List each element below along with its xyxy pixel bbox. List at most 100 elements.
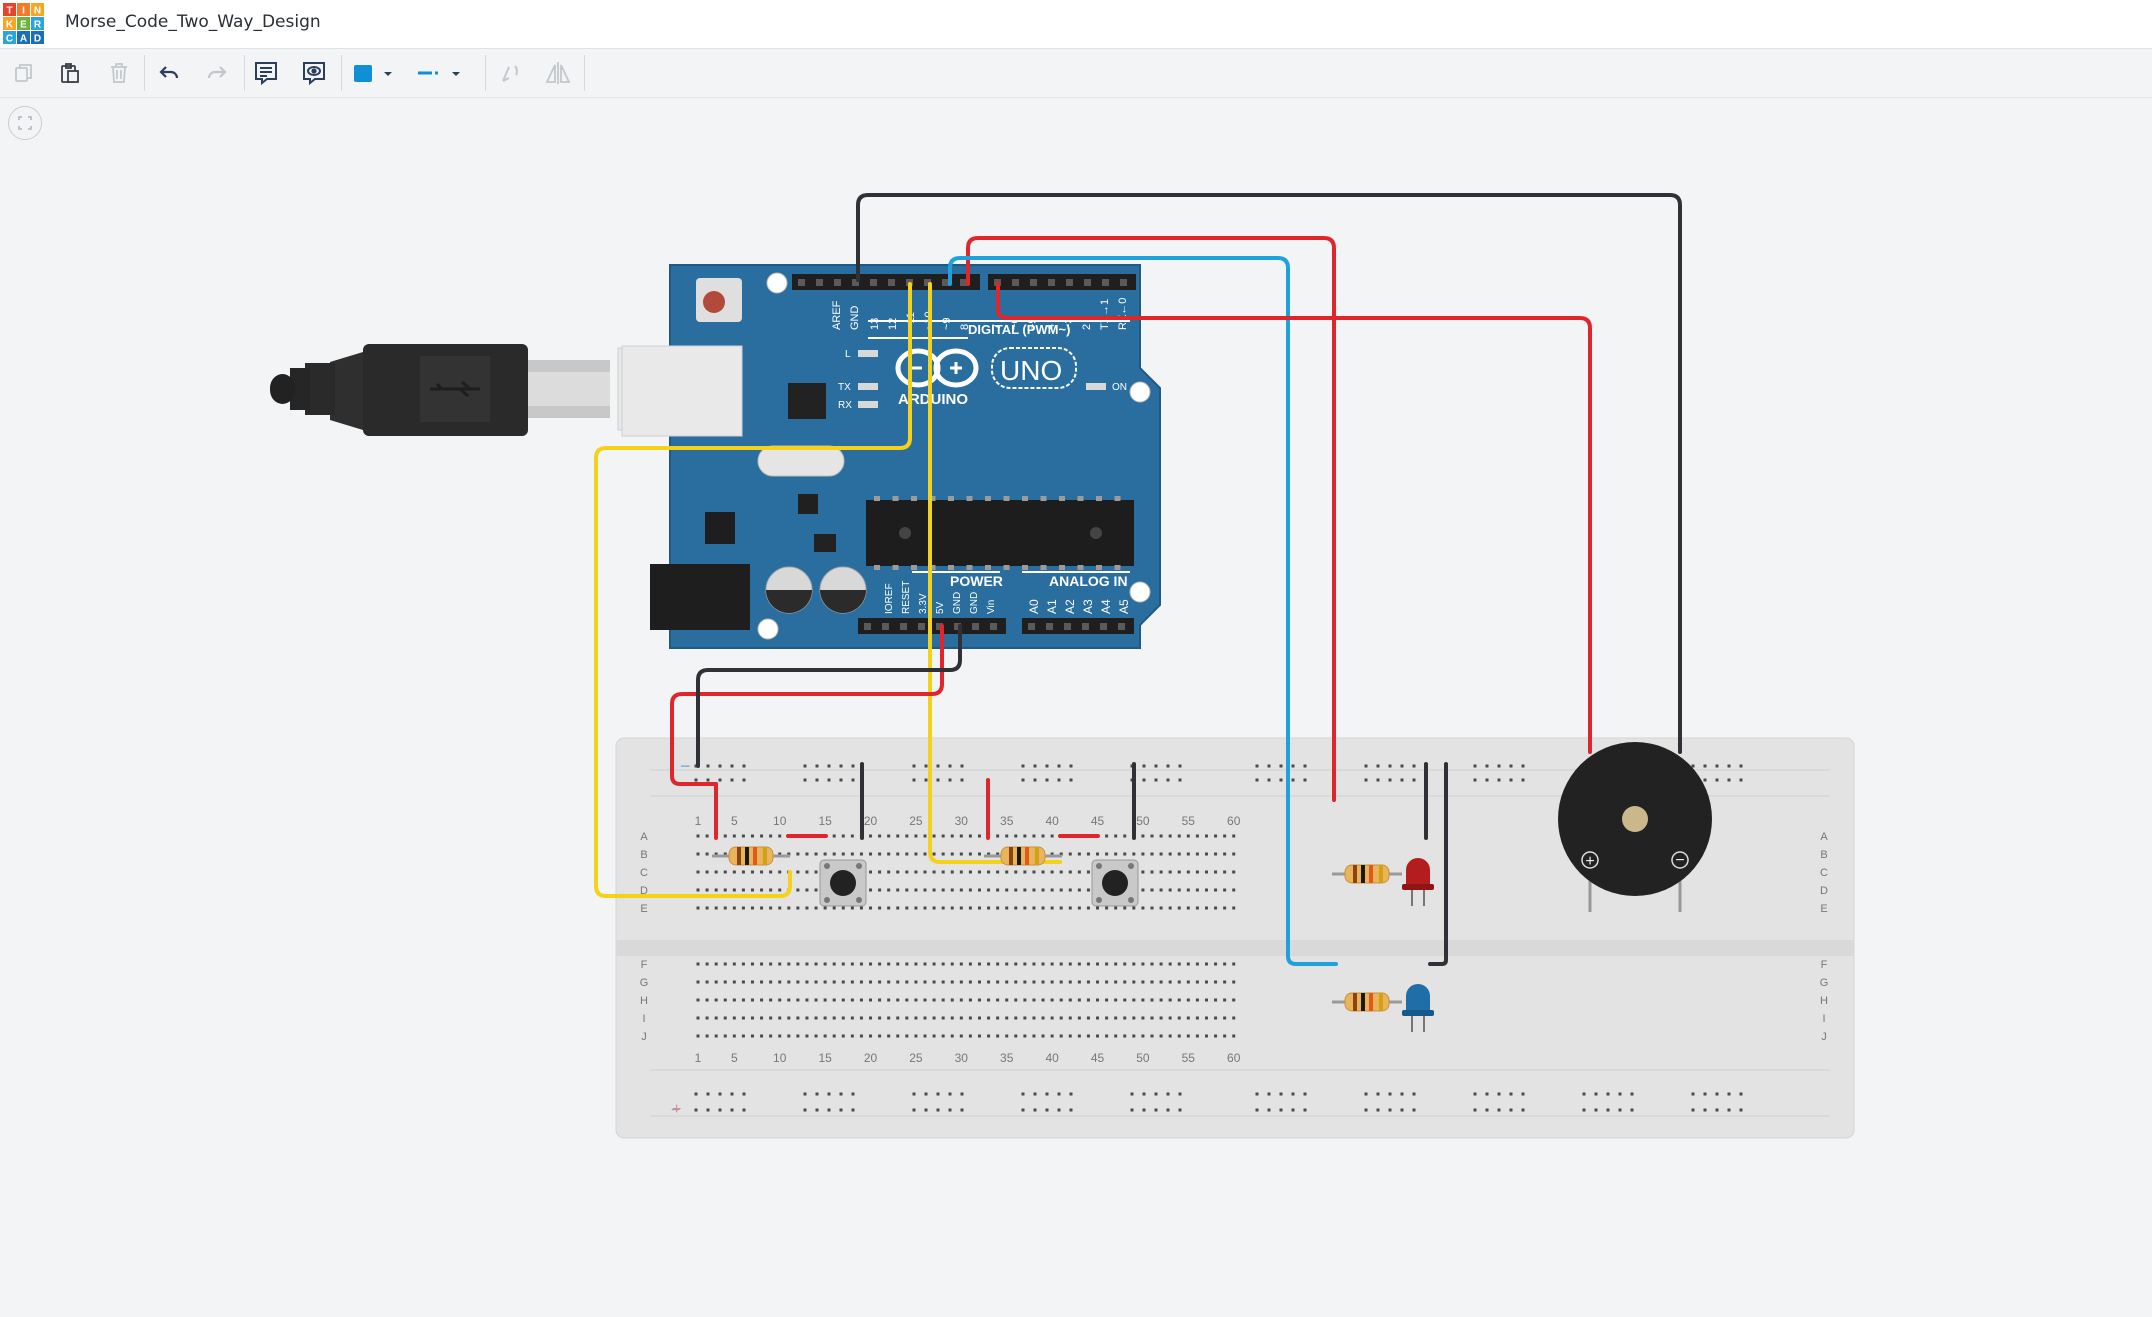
analog-pin-label: A1 xyxy=(1045,599,1059,614)
row-label: I xyxy=(642,1013,645,1025)
column-label: 35 xyxy=(1000,1051,1014,1065)
logo-letter: A xyxy=(20,34,27,45)
row-label: D xyxy=(640,885,648,897)
logo-letter: N xyxy=(34,6,41,17)
column-label: 50 xyxy=(1136,1051,1150,1065)
column-label: 50 xyxy=(1136,814,1150,828)
digital-pin-label: ~9 xyxy=(941,317,953,330)
analog-pin-label: A3 xyxy=(1081,599,1095,614)
column-label: 45 xyxy=(1091,1051,1105,1065)
piezo-buzzer[interactable]: + − xyxy=(1558,742,1712,912)
row-label: J xyxy=(641,1031,647,1043)
column-label: 20 xyxy=(864,1051,878,1065)
column-label: 10 xyxy=(773,1051,787,1065)
copy-icon[interactable] xyxy=(6,55,42,91)
digital-pin-label: AREF xyxy=(831,300,843,330)
column-label: 30 xyxy=(955,814,969,828)
power-pin-label: RESET xyxy=(901,581,912,614)
row-label: A xyxy=(1820,831,1828,843)
column-label: 20 xyxy=(864,814,878,828)
buzzer-plus-label: + xyxy=(1585,853,1594,870)
column-label: 30 xyxy=(955,1051,969,1065)
row-label: H xyxy=(1820,995,1828,1007)
document-title[interactable]: Morse_Code_Two_Way_Design xyxy=(65,12,321,32)
wire-black-gnd-buzzer[interactable] xyxy=(856,193,1682,754)
wire-red-5v[interactable] xyxy=(670,624,944,786)
pushbutton-2[interactable] xyxy=(1091,859,1139,907)
toggle-notes-visibility-icon[interactable] xyxy=(296,55,332,91)
digital-pin-label: RX←0 xyxy=(1117,298,1129,330)
wire-blue-pin9[interactable] xyxy=(948,256,1338,966)
row-label: A xyxy=(640,831,648,843)
column-label: 40 xyxy=(1045,1051,1059,1065)
column-label: 1 xyxy=(695,814,702,828)
analog-pin-label: A2 xyxy=(1063,599,1077,614)
wire-color-picker[interactable] xyxy=(348,55,398,91)
led-blue[interactable] xyxy=(1402,984,1434,1032)
flip-icon[interactable] xyxy=(540,55,576,91)
redo-icon[interactable] xyxy=(199,55,235,91)
column-label: 55 xyxy=(1182,1051,1196,1065)
wire-red-pin8[interactable] xyxy=(966,236,1336,802)
rail-minus-label-bottom: − xyxy=(671,1102,680,1119)
row-label: E xyxy=(1820,903,1827,915)
wire-yellow-pin12[interactable] xyxy=(594,282,912,898)
wire-type-picker[interactable] xyxy=(412,55,472,91)
digital-label: DIGITAL (PWM~) xyxy=(968,322,1070,337)
notes-icon[interactable] xyxy=(248,55,284,91)
paste-icon[interactable] xyxy=(52,55,88,91)
resistor-red-led[interactable] xyxy=(1332,864,1402,884)
power-label: POWER xyxy=(950,573,1003,589)
fit-view-button[interactable] xyxy=(8,106,42,140)
column-label: 60 xyxy=(1227,814,1241,828)
row-label: B xyxy=(1820,849,1827,861)
row-label: I xyxy=(1822,1013,1825,1025)
row-label: C xyxy=(640,867,648,879)
resistor-blue-led[interactable] xyxy=(1332,992,1402,1012)
column-label: 60 xyxy=(1227,1051,1241,1065)
wires[interactable] xyxy=(594,193,1682,966)
digital-pin-label: 12 xyxy=(887,318,899,330)
power-pin-label: GND xyxy=(969,592,980,614)
wire-black-gnd[interactable] xyxy=(696,624,962,768)
delete-icon[interactable] xyxy=(101,55,137,91)
row-label: H xyxy=(640,995,648,1007)
wire-red-pin7[interactable] xyxy=(996,282,1592,754)
digital-pin-label: TX→1 xyxy=(1099,299,1111,330)
arduino-model: UNO xyxy=(1000,355,1062,386)
power-pin-label: 5V xyxy=(935,601,946,614)
buzzer-minus-label: − xyxy=(1675,852,1684,869)
resistor-2[interactable] xyxy=(984,846,1062,866)
analog-pin-label: A4 xyxy=(1099,599,1113,614)
analog-pin-label: A5 xyxy=(1117,599,1131,614)
column-label: 25 xyxy=(909,814,923,828)
row-label: G xyxy=(1820,977,1829,989)
column-label: 40 xyxy=(1045,814,1059,828)
led-red[interactable] xyxy=(1402,858,1434,906)
column-label: 15 xyxy=(818,1051,832,1065)
row-label: F xyxy=(1821,959,1828,971)
rail-plus-label-bottom: + xyxy=(672,1101,681,1118)
column-label: 45 xyxy=(1091,814,1105,828)
row-label: B xyxy=(640,849,647,861)
power-pin-label: GND xyxy=(952,592,963,614)
digital-pin-label: GND xyxy=(849,306,861,331)
undo-icon[interactable] xyxy=(151,55,187,91)
board-led-label: L xyxy=(845,349,851,360)
pushbutton-1[interactable] xyxy=(819,859,867,907)
rotate-icon[interactable] xyxy=(491,55,527,91)
digital-pin-label: 8 xyxy=(959,324,971,330)
row-label: D xyxy=(1820,885,1828,897)
column-label: 5 xyxy=(731,1051,738,1065)
wire-yellow-pin11[interactable] xyxy=(928,282,1062,864)
column-label: 15 xyxy=(818,814,832,828)
column-label: 10 xyxy=(773,814,787,828)
board-led-label: RX xyxy=(838,400,852,411)
digital-pin-label: 13 xyxy=(869,318,881,330)
resistor-1[interactable] xyxy=(712,846,790,866)
